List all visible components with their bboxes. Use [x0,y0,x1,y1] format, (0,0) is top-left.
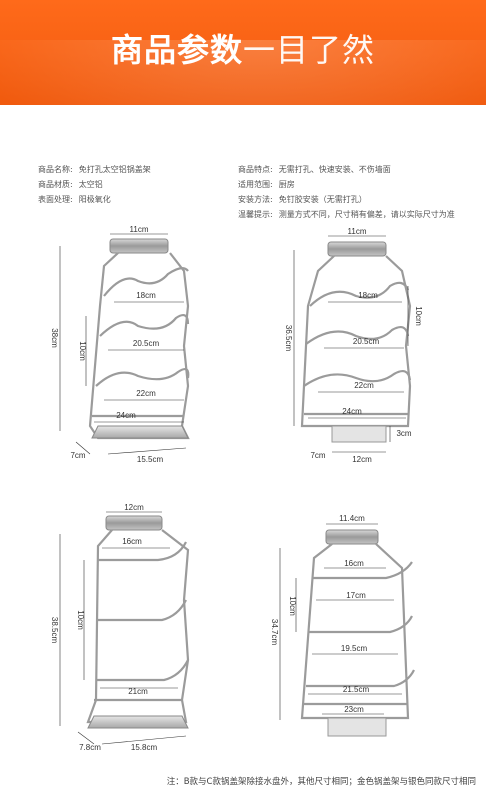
dim-top: 11cm [130,226,149,234]
spec-row: 商品特点: 无需打孔、快速安装、不伤墙面 [238,162,455,177]
header-banner: 商品参数一目了然 [0,0,486,105]
dim-rack1: 16cm [122,537,142,546]
wall-mount [105,515,163,531]
drip-tray [327,717,387,737]
spec-key: 商品材质: [38,180,73,189]
dim-height: 38cm [50,328,59,348]
dim-height: 34.7cm [270,619,279,646]
spec-key: 表面处理: [38,195,73,204]
spec-value: 太空铝 [78,180,103,189]
rack-diagram-b: 11cm 36.5cm 10cm 18cm 20.5cm 22cm 24cm 3… [284,227,423,464]
dim-gap: 10cm [288,596,297,616]
dim-height: 38.5cm [50,617,59,644]
rack-arm-1 [312,561,413,580]
rack-arm-3 [96,659,189,682]
title-light: 一目了然 [243,31,376,69]
rack-arm-1 [309,281,410,307]
dim-rack4: 21.5cm [343,685,370,694]
spec-key: 温馨提示: [238,210,273,219]
spec-value: 免打孔太空铝锅盖架 [78,165,151,174]
rack-frame [300,255,412,428]
dim-top: 11.4cm [339,514,365,523]
rack-arm-3 [95,368,190,387]
dim-depth: 7.8cm [79,743,101,752]
rack-arm-2 [308,615,413,634]
dim-rack3: 22cm [136,389,156,398]
spec-value: 无需打孔、快速安装、不伤墙面 [278,165,391,174]
footnote: 注：B款与C款锅盖架除接水盘外，其他尺寸相同；金色锅盖架与银色同款尺寸相同 [166,777,476,787]
rack-arm-3 [306,669,415,688]
rack-arm-1 [103,267,189,297]
dim-tray: 23cm [344,705,364,714]
rack-arm-3 [303,370,412,387]
dim-depth: 7cm [310,451,325,460]
dim-depth: 7cm [70,451,85,460]
spec-value: 阳极氧化 [78,195,111,204]
dimension-lines [59,233,187,455]
dim-rack3: 19.5cm [341,644,368,653]
wall-mount [109,238,169,254]
spec-row: 商品材质: 太空铝 [38,177,151,192]
spec-value: 测量方式不同，尺寸稍有偏差，请以实际尺寸为准 [278,210,455,219]
dim-bottom: 24cm [342,407,362,416]
rack-arm-2 [305,326,410,345]
drip-tray [91,425,189,439]
dim-rack2: 17cm [346,591,366,600]
spec-key: 商品名称: [38,165,73,174]
dimension-lines [293,235,409,453]
dim-rack2: 20.5cm [133,339,160,348]
rack-arm-1 [98,541,187,562]
spec-value: 免钉胶安装（无需打孔） [278,195,367,204]
outer-frame [300,255,412,428]
dim-rack1: 16cm [344,559,364,568]
spec-key: 适用范围: [238,180,273,189]
spec-row: 商品名称: 免打孔太空铝锅盖架 [38,162,151,177]
dim-tray: 15.5cm [137,455,164,464]
wall-mount [327,241,387,257]
spec-row: 适用范围: 厨房 [238,177,455,192]
rack-diagram-d: 11.4cm 34.7cm 10cm 16cm 17cm 19.5cm 21.5… [270,514,415,737]
title-bold: 商品参数 [110,31,243,69]
dim-rack1: 18cm [358,291,378,300]
dim-top: 12cm [124,503,144,512]
dim-tray-height: 3cm [396,429,411,438]
drip-tray [87,715,189,729]
dim-rack2: 20.5cm [353,337,380,346]
dim-height: 36.5cm [284,325,293,352]
spec-list-left: 商品名称: 免打孔太空铝锅盖架 商品材质: 太空铝 表面处理: 阳极氧化 [38,162,151,207]
dim-top: 11cm [348,227,367,236]
rack-diagram-a: 11cm 38cm 10cm 18cm 20.5cm 22cm 24cm 7cm… [50,226,190,464]
spec-value: 厨房 [278,180,295,189]
dim-rack1: 18cm [136,291,156,300]
dimension-lines [59,511,187,745]
rack-arm-2 [99,314,190,337]
outer-frame [86,529,190,724]
dim-bottom: 24cm [116,411,136,420]
rack-arm-2 [98,599,187,622]
spec-list-right: 商品特点: 无需打孔、快速安装、不伤墙面 适用范围: 厨房 安装方法: 免钉胶安装（无… [238,162,455,222]
spec-row: 温馨提示: 测量方式不同，尺寸稍有偏差，请以实际尺寸为准 [238,207,455,222]
wall-mount [325,529,379,545]
dim-tray: 12cm [352,455,372,464]
spec-row: 表面处理: 阳极氧化 [38,192,151,207]
rack-frame [86,529,190,724]
dimension-lines [279,523,402,720]
dim-tray: 15.8cm [131,743,158,752]
dim-rack3: 22cm [354,381,374,390]
spec-row: 安装方法: 免钉胶安装（无需打孔） [238,192,455,207]
banner-highlight [0,40,486,105]
drip-tray [331,425,387,443]
spec-key: 安装方法: [238,195,273,204]
dim-gap: 10cm [76,610,85,630]
rack-diagram-c: 12cm 38.5cm 10cm 16cm 21cm 7.8cm 15.8cm [50,503,190,752]
page-title: 商品参数一目了然 [0,30,486,70]
dim-bottom: 21cm [128,687,148,696]
dim-gap: 10cm [78,341,87,361]
spec-key: 商品特点: [238,165,273,174]
dim-gap: 10cm [414,306,423,326]
